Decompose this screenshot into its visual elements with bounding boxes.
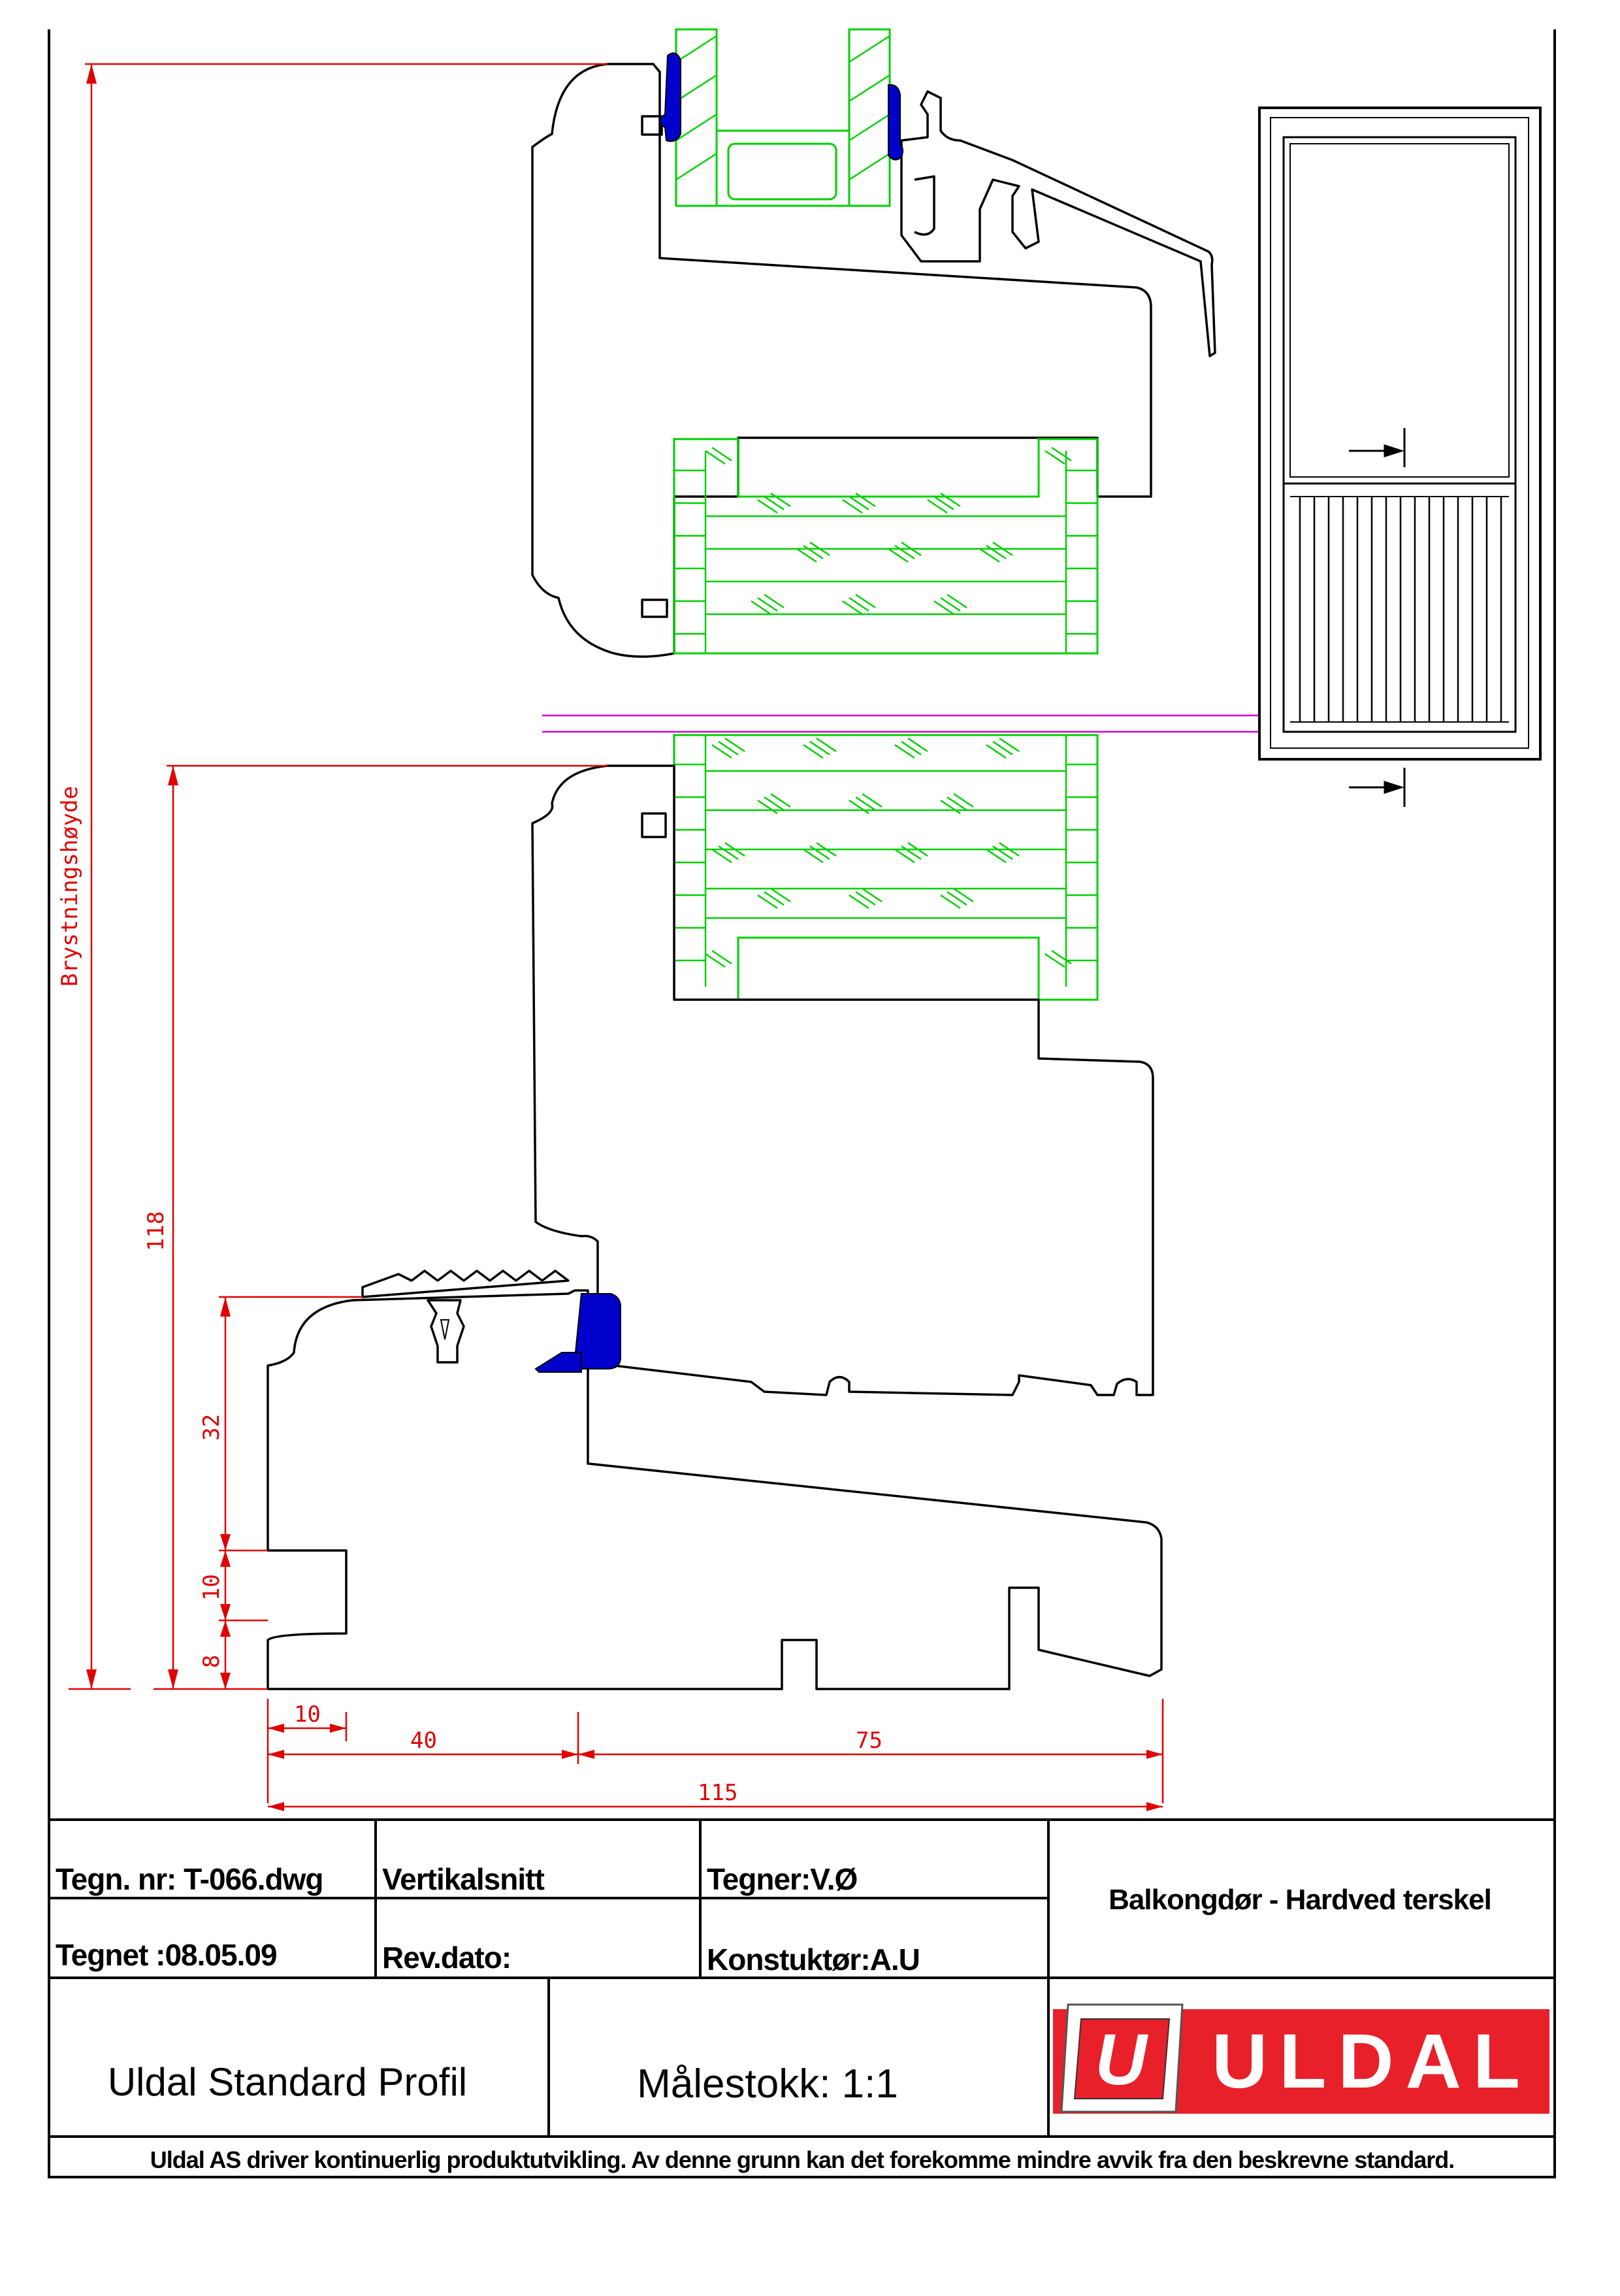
profile-name: Uldal Standard Profil [108, 2060, 467, 2104]
dim-115: 115 [698, 1780, 737, 1806]
section-cut-line [542, 714, 1261, 733]
gasket-upper-right [888, 84, 904, 161]
section-type: Vertikalsnitt [382, 1862, 544, 1896]
dim-32: 32 [199, 1414, 225, 1441]
product-name: Balkongdør - Hardved terskel [1109, 1884, 1491, 1916]
wood-grain-hatch [705, 446, 1072, 615]
section-marker-arrows [1349, 428, 1406, 807]
disclaimer: Uldal AS driver kontinuerlig produktutvi… [150, 2146, 1454, 2173]
dimension-lines [69, 63, 1164, 1811]
dim-8: 8 [199, 1655, 225, 1668]
door-panel-boards [1299, 497, 1502, 722]
scale: Målestokk: 1:1 [637, 2061, 898, 2107]
insulating-glass [675, 28, 891, 207]
dim-118: 118 [143, 1211, 169, 1251]
hardwood-threshold [267, 1270, 1163, 1690]
gasket-lower [534, 1293, 621, 1373]
dimension-labels: Brystningshøyde 118 32 10 8 10 40 75 115 [57, 786, 883, 1806]
door-leaf-bottom-rail [531, 63, 1152, 658]
revision-date: Rev.dato: [382, 1941, 511, 1975]
title-block-frame [48, 1818, 1556, 2178]
timber-block-upper [673, 438, 1099, 655]
gasket-upper-left [659, 52, 681, 142]
label-brystningshoyde: Brystningshøyde [57, 786, 83, 987]
designer: Konstuktør:A.U [707, 1943, 920, 1976]
dim-10-vertical: 10 [199, 1574, 225, 1601]
logo-wordmark: ULDAL [1212, 2018, 1532, 2105]
dim-10-horizontal: 10 [294, 1701, 321, 1728]
logo-u-icon: U [1095, 2020, 1148, 2100]
door-elevation-icon [1258, 107, 1542, 807]
sheet-frame [48, 29, 1556, 1820]
timber-block-lower [673, 734, 1099, 1001]
aluminium-weatherbar [900, 90, 1216, 357]
drawing-date: Tegnet :08.05.09 [56, 1938, 277, 1972]
drawn-by: Tegner:V.Ø [707, 1862, 857, 1896]
drawing-number: Tegn. nr: T-066.dwg [56, 1862, 323, 1896]
door-leaf-lower-profile [531, 764, 1154, 1396]
uldal-logo: U ULDAL [1053, 2003, 1549, 2114]
dim-40: 40 [410, 1728, 437, 1754]
dim-75: 75 [856, 1728, 883, 1754]
